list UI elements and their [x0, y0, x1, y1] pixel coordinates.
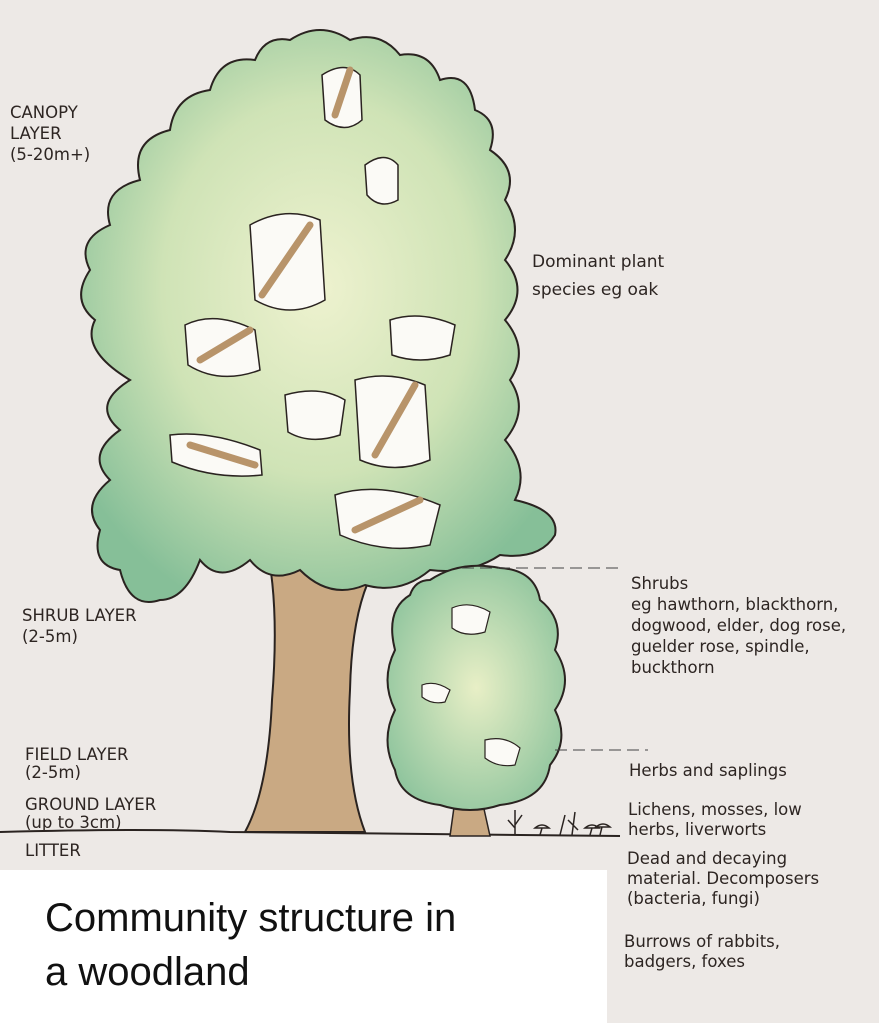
- field-description: Herbs and saplings: [629, 761, 787, 780]
- soil-description: Burrows of rabbits, badgers, foxes: [624, 932, 781, 971]
- caption-box: Community structure in a woodland: [0, 870, 607, 1023]
- litter-layer-label: LITTER: [25, 841, 81, 860]
- canopy-description: Dominant plant species eg oak: [532, 252, 665, 300]
- shrub-layer-label: SHRUB LAYER (2-5m): [22, 606, 137, 646]
- field-layer-label: FIELD LAYER (2-5m): [25, 745, 129, 782]
- ground-layer-label: GROUND LAYER (up to 3cm): [25, 795, 157, 832]
- caption-line-1: Community structure in: [45, 896, 457, 940]
- canopy-layer-label: CANOPY LAYER (5-20m+): [10, 103, 91, 164]
- ground-plants: [507, 810, 613, 836]
- ground-description: Lichens, mosses, low herbs, liverworts: [628, 800, 802, 839]
- shrub-description: Shrubs eg hawthorn, blackthorn, dogwood,…: [631, 574, 847, 677]
- caption-line-2: a woodland: [45, 950, 250, 994]
- shrub-foliage: [386, 564, 566, 811]
- tree-canopy: [80, 29, 557, 603]
- tree-trunk: [243, 518, 382, 833]
- ground-line: [0, 829, 621, 837]
- litter-description: Dead and decaying material. Decomposers …: [627, 849, 820, 908]
- branches: [186, 66, 424, 534]
